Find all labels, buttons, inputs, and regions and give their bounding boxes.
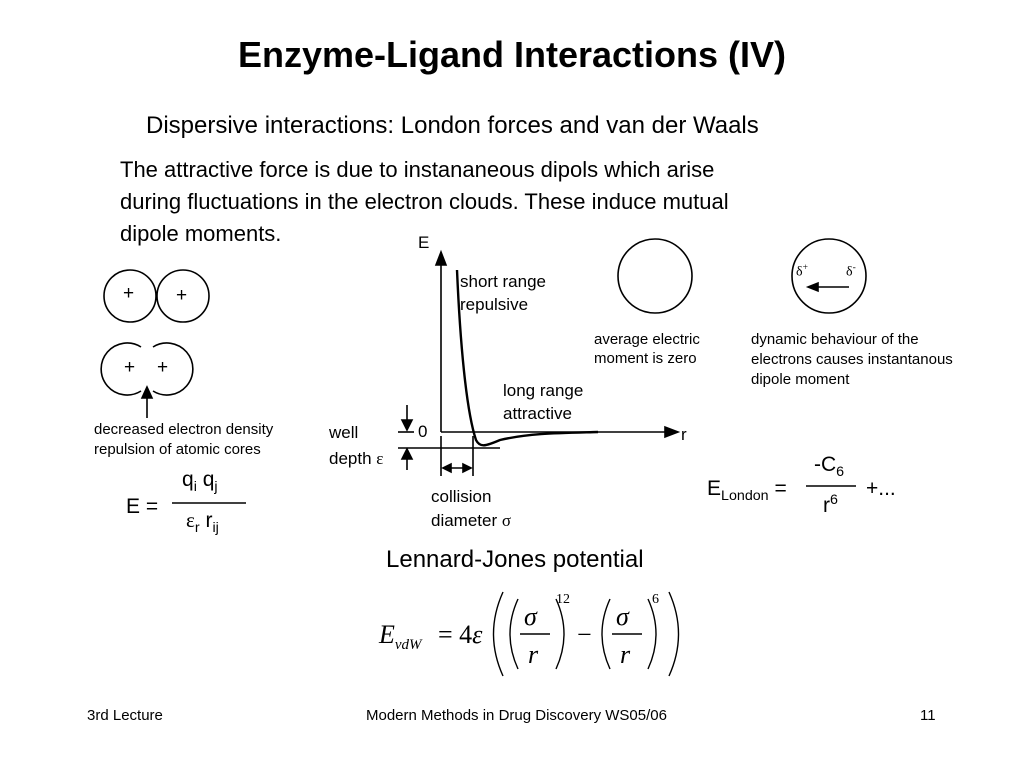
well-label-2: depth ε [329,449,384,468]
lj-exp-12: 12 [556,592,570,607]
footer-lecture: 3rd Lecture [87,707,163,724]
coulomb-lhs: E = [126,495,159,518]
dynamic-label-3: dipole moment [751,371,850,388]
atom-pair-overlapping [100,342,194,396]
collision-label-2: diameter σ [431,511,512,530]
average-label-1: average electric [594,331,700,348]
plus-sign-2: + [176,285,188,306]
atoms-caption-2: repulsion of atomic cores [94,441,261,458]
dipole-arrow [805,281,849,293]
plus-sign-4: + [157,357,169,378]
potential-curve [455,269,599,447]
r-axis-label: r [681,425,687,444]
lj-equation-graphics [492,591,680,677]
lj-minus: − [577,620,592,649]
repulsive-label-1: short range [460,272,546,291]
average-cloud-circle [617,238,693,314]
london-numerator: -C6 [814,453,845,481]
london-denominator: r6 [823,492,838,517]
coulomb-numerator: qi qj [182,468,218,496]
delta-minus: δ- [846,263,856,280]
delta-plus: δ+ [796,263,808,280]
footer-course: Modern Methods in Drug Discovery WS05/06 [366,707,667,724]
plus-sign-1: + [123,283,135,304]
atom-arc-right [152,342,194,396]
collision-label-1: collision [431,487,492,506]
e-axis-arrowhead [434,249,448,266]
zero-label: 0 [418,422,428,441]
lj-r-2: r [620,640,631,669]
london-lhs: ELondon = [707,477,787,505]
atom-circle-left [103,269,157,323]
repulsive-label-2: repulsive [460,295,529,314]
e-axis-label: E [418,233,430,252]
atoms-caption-1: decreased electron density [94,421,274,438]
lj-lhs: EvdW [379,620,422,654]
overlap-arrow [140,385,154,418]
lj-caption: Lennard-Jones potential [386,546,644,573]
dynamic-label-2: electrons causes instantanous [751,351,953,368]
attractive-label-2: attractive [503,404,572,423]
attractive-label-1: long range [503,381,584,400]
plus-sign-3: + [124,357,136,378]
slide-title: Enzyme-Ligand Interactions (IV) [237,34,787,75]
lj-coefficient: = 4ε [438,620,483,649]
atom-arc-left [100,342,142,396]
lj-sigma-1: σ [524,602,537,631]
body-line-2: during fluctuations in the electron clou… [120,189,729,214]
body-line-1: The attractive force is due to instanane… [120,157,715,182]
well-label-1: well [329,423,359,442]
footer-page-number: 11 [920,707,936,724]
dynamic-label-1: dynamic behaviour of the [751,331,919,348]
lj-potential-plot [398,249,681,476]
slide-subtitle: Dispersive interactions: London forces a… [146,112,759,139]
lj-exp-6: 6 [652,592,659,607]
london-tail: +... [866,477,896,500]
coulomb-denominator: εr rij [186,508,219,537]
atom-circle-right [156,269,210,323]
atom-pair-separated [103,269,210,323]
lj-r-1: r [528,640,539,669]
average-label-2: moment is zero [594,350,697,367]
lj-sigma-2: σ [616,602,629,631]
dynamic-cloud-circle [791,238,867,314]
body-line-3: dipole moments. [120,221,282,246]
r-axis-arrowhead [664,425,681,439]
